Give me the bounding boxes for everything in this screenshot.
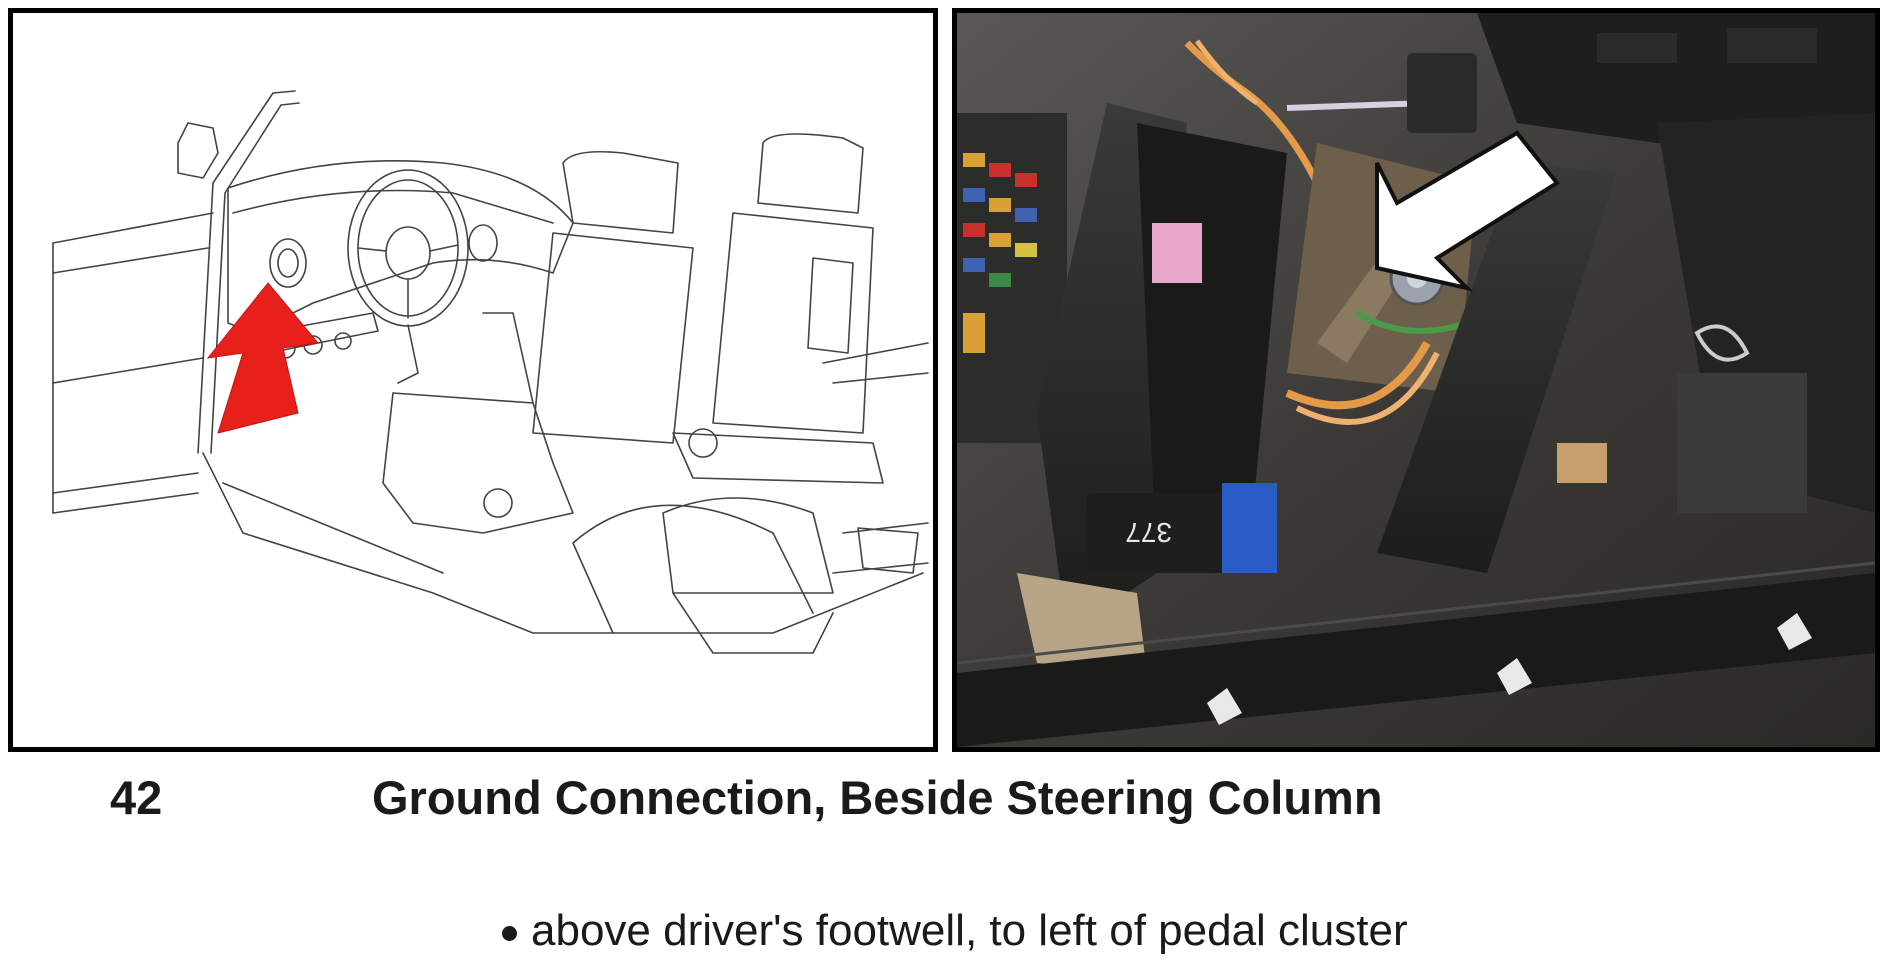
pink-connector <box>1152 223 1202 283</box>
side-mirror-line <box>177 122 219 179</box>
figure-title: Ground Connection, Beside Steering Colum… <box>372 771 1383 824</box>
passenger-headrest-line <box>757 133 864 214</box>
interior-drawing-svg <box>52 90 929 654</box>
red-locator-arrow-icon <box>206 282 319 434</box>
cross-beam <box>957 573 1875 747</box>
bullet-icon <box>502 925 517 941</box>
module-label: 377 <box>1125 517 1172 548</box>
under-dash-photo-svg: 377 <box>957 13 1875 747</box>
driver-headrest-line <box>562 150 679 234</box>
driver-seat-cushion-line <box>382 392 574 534</box>
fuses <box>963 153 1037 353</box>
top-connector <box>1407 53 1477 133</box>
air-vent-line <box>269 238 307 288</box>
under-dash-photo: 377 <box>952 8 1880 752</box>
black-module <box>1087 493 1247 573</box>
interior-line-drawing <box>8 8 938 752</box>
driver-seat-back-line <box>532 232 694 444</box>
passenger-seat-back-line <box>712 212 874 434</box>
white-pointer-arrow-icon <box>1375 130 1560 292</box>
location-note-text: above driver's footwell, to left of peda… <box>531 906 1408 955</box>
location-note: above driver's footwell, to left of peda… <box>502 906 1408 956</box>
blue-connector <box>1222 483 1277 573</box>
a-pillar-line <box>197 90 296 454</box>
figure-number: 42 <box>110 771 163 824</box>
